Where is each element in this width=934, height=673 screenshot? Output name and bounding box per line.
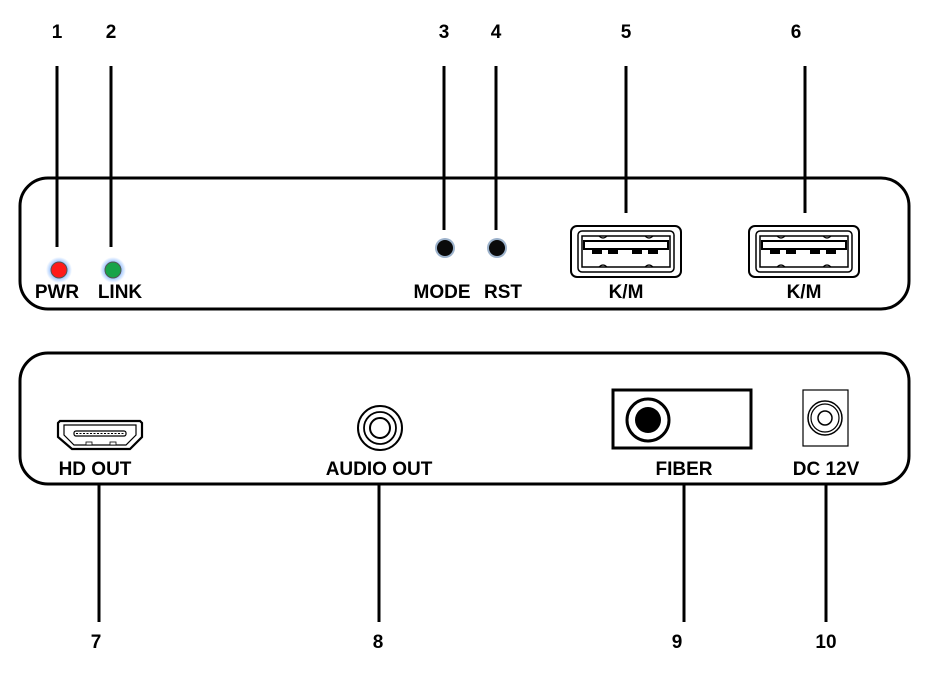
top-panel bbox=[18, 176, 911, 311]
top-leader-lines bbox=[55, 66, 807, 247]
hd-out-label: HD OUT bbox=[59, 459, 132, 480]
callout-number-3: 3 bbox=[439, 22, 450, 43]
usb-a-port-icon bbox=[570, 225, 682, 278]
rst-label: RST bbox=[484, 282, 522, 303]
audio-jack-icon bbox=[357, 405, 403, 451]
callout-number-5: 5 bbox=[621, 22, 632, 43]
bottom-leader-lines bbox=[97, 484, 828, 622]
callout-number-4: 4 bbox=[491, 22, 502, 43]
km-label-2: K/M bbox=[787, 282, 822, 303]
callout-number-1: 1 bbox=[52, 22, 63, 43]
callout-number-7: 7 bbox=[91, 632, 102, 653]
reset-button-icon[interactable] bbox=[487, 238, 507, 258]
callout-number-9: 9 bbox=[672, 632, 683, 653]
km-label-1: K/M bbox=[609, 282, 644, 303]
mode-button-icon[interactable] bbox=[435, 238, 455, 258]
fiber-label: FIBER bbox=[656, 459, 713, 480]
callout-number-10: 10 bbox=[815, 632, 836, 653]
audio-out-label: AUDIO OUT bbox=[326, 459, 433, 480]
callout-number-8: 8 bbox=[373, 632, 384, 653]
link-label: LINK bbox=[98, 282, 143, 303]
dc-12v-label: DC 12V bbox=[793, 459, 860, 480]
callout-number-2: 2 bbox=[106, 22, 117, 43]
callout-number-6: 6 bbox=[791, 22, 802, 43]
dc-jack-icon bbox=[802, 389, 849, 447]
usb-a-port-icon bbox=[748, 225, 860, 278]
pwr-label: PWR bbox=[35, 282, 80, 303]
mode-label: MODE bbox=[414, 282, 471, 303]
hdmi-port-icon bbox=[56, 419, 144, 451]
pwr-led-icon bbox=[46, 257, 72, 283]
fiber-port-icon bbox=[611, 388, 753, 450]
bottom-panel bbox=[18, 351, 911, 486]
link-led-icon bbox=[100, 257, 126, 283]
